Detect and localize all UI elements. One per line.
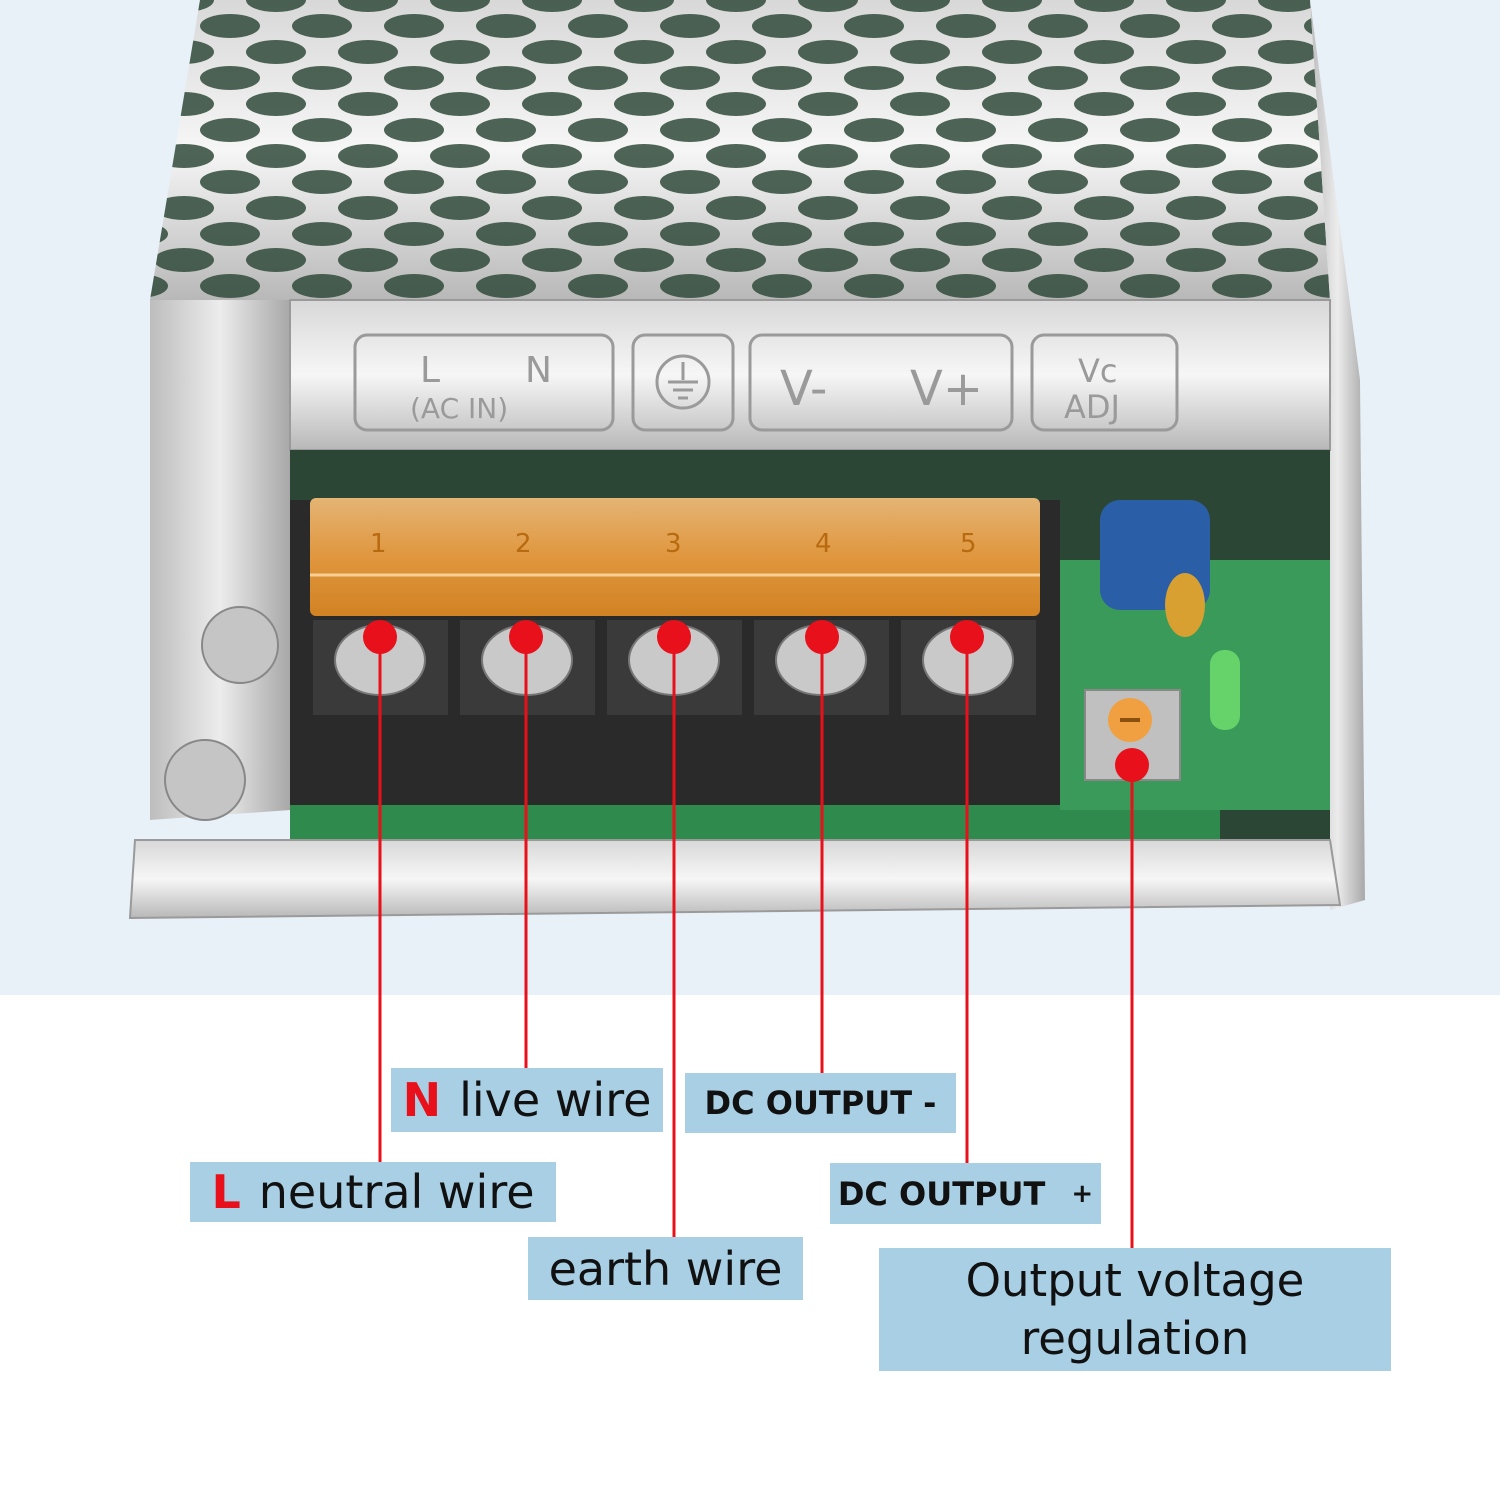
label-adj: ADJ [1064, 388, 1120, 426]
earth-symbol-icon [655, 354, 711, 410]
callout-dc-minus-text: DC OUTPUT - [704, 1084, 937, 1122]
label-n: N [525, 350, 552, 391]
label-ac-in: (AC IN) [410, 392, 508, 425]
label-l: L [420, 350, 440, 391]
terminal-number-4: 4 [815, 529, 832, 559]
callout-output-voltage-regulation: Output voltage regulation [879, 1248, 1391, 1371]
callout-dc-output-plus: DC OUTPUT + [830, 1163, 1101, 1224]
label-v-plus: V+ [910, 361, 983, 417]
power-supply-illustration: L N (AC IN) V- V+ Vc ADJ 1 2 3 4 5 [128, 0, 1365, 920]
terminal-number-3: 3 [665, 529, 682, 559]
callout-live-text: live wire [459, 1073, 652, 1127]
base-plate [128, 839, 1342, 920]
callout-voltage-line2: regulation [1020, 1311, 1250, 1365]
led-indicator [1210, 650, 1240, 730]
callout-letter-n: N [402, 1073, 442, 1127]
side-wall [1310, 0, 1365, 910]
vent-holes [150, 0, 1330, 300]
ceramic-capacitor [1165, 573, 1205, 637]
terminal-screws [313, 620, 1036, 715]
mounting-screw-icon [201, 606, 279, 684]
callout-neutral-text: neutral wire [258, 1165, 535, 1219]
label-vc: Vc [1078, 352, 1117, 390]
callout-dc-output-minus: DC OUTPUT - [685, 1073, 956, 1133]
earth-label-frame [631, 333, 735, 432]
callout-live-wire: N live wire [391, 1068, 663, 1132]
callout-voltage-line1: Output voltage [965, 1253, 1305, 1307]
callout-earth-wire: earth wire [528, 1237, 803, 1300]
terminal-number-1: 1 [370, 529, 387, 559]
callout-dc-plus-sign: + [1071, 1178, 1094, 1209]
mounting-screw-icon [164, 739, 246, 821]
left-wall [150, 300, 290, 820]
callout-dc-plus-text: DC OUTPUT [837, 1174, 1046, 1213]
ac-label-frame [353, 333, 615, 432]
adj-label-frame [1030, 333, 1179, 432]
terminal-cover [310, 498, 1040, 616]
terminal-number-2: 2 [515, 529, 532, 559]
callout-neutral-wire: L neutral wire [190, 1162, 556, 1222]
terminal-number-5: 5 [960, 529, 977, 559]
dc-label-frame [748, 333, 1014, 432]
callout-letter-l: L [211, 1165, 241, 1219]
callout-earth-text: earth wire [548, 1241, 783, 1296]
label-v-minus: V- [780, 361, 827, 417]
